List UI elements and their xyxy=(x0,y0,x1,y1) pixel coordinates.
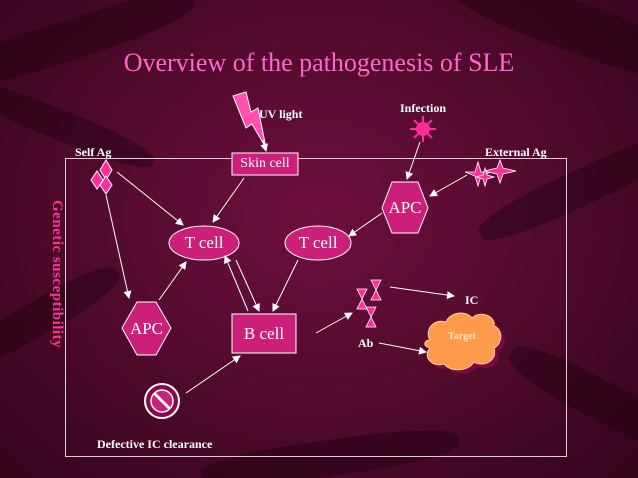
external-ag-label: External Ag xyxy=(485,145,547,159)
genetic-susceptibility-label: Genetic susceptibility xyxy=(49,200,65,349)
self-ag-label: Self Ag xyxy=(75,145,112,159)
apc-bottom-label: APC xyxy=(129,318,164,338)
ic-label: IC xyxy=(465,293,479,307)
uv-light-label: UV light xyxy=(259,107,303,121)
apc-bottom-node xyxy=(121,301,172,356)
skin-cell-node xyxy=(231,152,299,176)
target-label: Target xyxy=(448,330,476,342)
cloud-icon xyxy=(424,312,505,374)
infection-label: Infection xyxy=(400,101,446,115)
t-cell-left-label: T cell xyxy=(184,233,224,252)
b-cell-label: B cell xyxy=(243,323,285,343)
slide-title: Overview of the pathogenesis of SLE xyxy=(123,48,515,77)
lightning-icon xyxy=(232,91,267,149)
self-antigen-icon xyxy=(90,159,113,195)
diagram-frame xyxy=(65,158,567,457)
t-cell-right-label: T cell xyxy=(298,233,338,252)
ab-label: Ab xyxy=(358,336,374,350)
t-cell-right-node xyxy=(284,225,352,261)
t-cell-left-node xyxy=(168,225,240,261)
defective-ic-clearance-label: Defective IC clearance xyxy=(97,437,213,451)
skin-cell-label: Skin cell xyxy=(240,156,290,171)
apc-top-node xyxy=(381,181,429,234)
apc-top-label: APC xyxy=(388,197,422,217)
diagram-arrows xyxy=(105,139,468,394)
external-antigen-icon xyxy=(464,158,517,188)
prohibited-icon xyxy=(144,383,180,419)
sun-icon xyxy=(410,116,436,142)
immune-complex-icon xyxy=(356,279,382,328)
b-cell-node xyxy=(231,313,297,354)
